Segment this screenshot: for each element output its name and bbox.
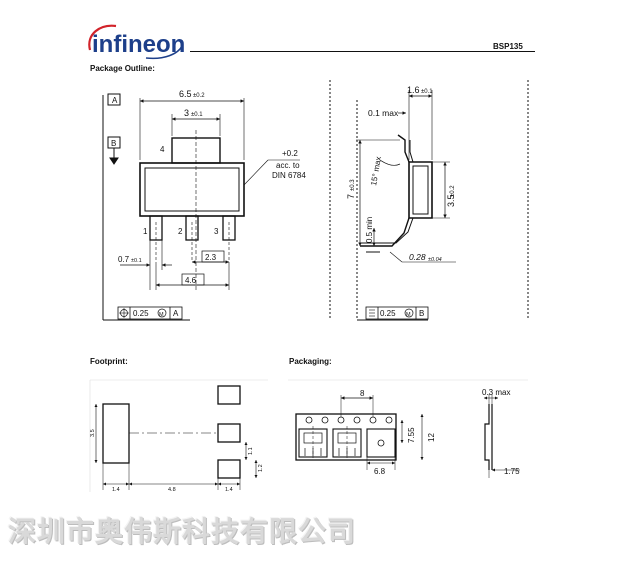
dim-lead-tol: ±0.1 xyxy=(131,258,142,264)
pin3-label: 3 xyxy=(214,227,219,236)
dim-height: 7 xyxy=(346,194,356,199)
footprint-pad-2 xyxy=(217,423,241,443)
note-tolerance: +0.2 xyxy=(282,149,298,158)
note-din: DIN 6784 xyxy=(272,171,306,180)
fp-dim-35: 3.5 xyxy=(90,429,96,437)
carrier-tape xyxy=(295,413,397,461)
footprint-pad-1 xyxy=(217,385,241,405)
dim-thick-tol: ±0.1 xyxy=(421,89,433,95)
front-view xyxy=(102,80,331,321)
fcf-b-ref: B xyxy=(419,309,424,318)
dim-body-tol: ±0.2 xyxy=(450,185,456,197)
watermark-text: 深圳市奥伟斯科技有限公司 xyxy=(8,515,357,548)
pkg-dim-68: 6.8 xyxy=(374,467,386,476)
pkg-dim-755: 7.55 xyxy=(407,427,416,443)
fcf-a-value: 0.25 xyxy=(133,309,149,318)
datum-a-label: A xyxy=(112,96,118,105)
dim-tab-tol: ±0.1 xyxy=(191,112,203,118)
pin1-label: 1 xyxy=(143,227,148,236)
pkg-dim-175: 1.75 xyxy=(504,467,520,476)
footprint-drawing xyxy=(89,379,268,492)
packaging-drawing xyxy=(288,379,528,478)
dim-body: 3.5 xyxy=(446,194,456,207)
section-title-packaging: Packaging: xyxy=(289,357,332,366)
fp-dim-14b: 1.4 xyxy=(225,487,233,493)
dim-thick: 1.6 xyxy=(407,85,420,95)
side-view xyxy=(356,80,529,321)
dim-05min: 0.5 min xyxy=(365,217,374,243)
logo-swoosh-icon: infineon xyxy=(88,24,185,60)
pin2-label: 2 xyxy=(178,227,183,236)
pkg-dim-12: 12 xyxy=(427,433,436,442)
note-acc-to: acc. to xyxy=(276,161,300,170)
infineon-logo: infineon xyxy=(86,20,186,64)
dim-01max: 0.1 max xyxy=(368,108,399,118)
fcf-a-ref: A xyxy=(173,309,179,318)
fp-dim-14a: 1.4 xyxy=(112,487,120,493)
pkg-dim-03max: 0.3 max xyxy=(482,388,510,397)
section-title-package-outline: Package Outline: xyxy=(90,64,155,73)
dim-width-tol: ±0.2 xyxy=(193,93,205,99)
datum-b-label: B xyxy=(111,139,116,148)
fcf-b-value: 0.25 xyxy=(380,309,396,318)
dim-lead-thick: 0.28 xyxy=(409,252,426,262)
dim-height-tol: ±0.3 xyxy=(350,179,356,191)
fp-dim-12: 1.2 xyxy=(258,464,264,472)
dim-span: 4.6 xyxy=(185,276,197,285)
pin4-label: 4 xyxy=(160,145,165,154)
dim-lead-thick-tol: ±0.04 xyxy=(428,257,442,263)
dim-width: 6.5 xyxy=(179,89,192,99)
fcf-b-mod: M xyxy=(406,312,411,318)
dim-pitch: 2.3 xyxy=(205,253,217,262)
pkg-dim-8: 8 xyxy=(360,389,365,398)
package-body xyxy=(139,162,245,217)
logo-text: infineon xyxy=(92,31,185,58)
dim-lead: 0.7 xyxy=(118,255,130,264)
part-number: BSP135 xyxy=(493,42,523,51)
footprint-pad-large xyxy=(102,403,130,464)
fp-dim-48: 4.8 xyxy=(168,487,176,493)
fcf-a-mod: M xyxy=(159,312,164,318)
fp-dim-11: 1.1 xyxy=(248,447,254,455)
dim-tab: 3 xyxy=(184,108,189,118)
dim-15max: 15° max xyxy=(369,156,383,187)
footprint-pad-3 xyxy=(217,459,241,479)
section-title-footprint: Footprint: xyxy=(90,357,128,366)
header-rule xyxy=(190,51,535,52)
